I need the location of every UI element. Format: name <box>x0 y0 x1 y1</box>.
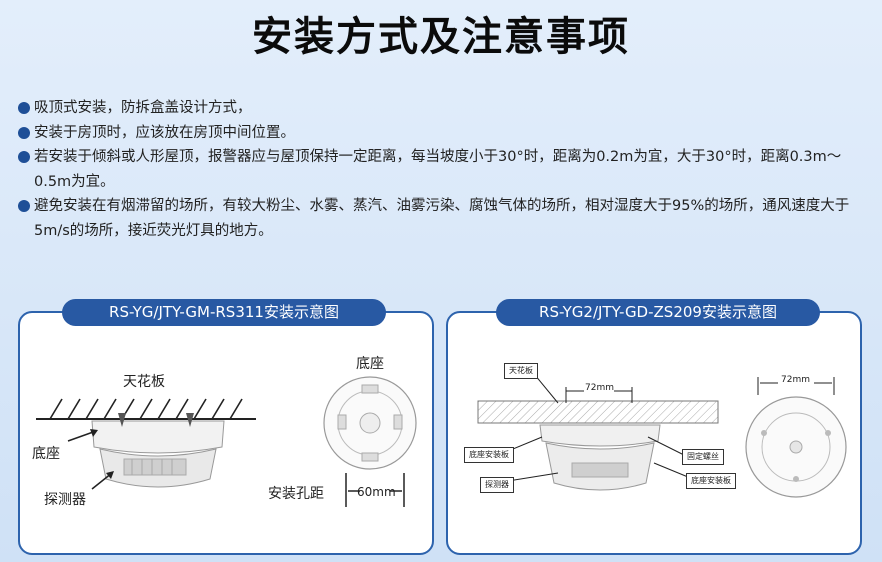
diagram-panel-left: RS-YG/JTY-GM-RS311安装示意图 <box>18 299 434 555</box>
base-plate-label: 底座安装板 <box>464 447 514 463</box>
detector-label: 探测器 <box>480 477 514 493</box>
dimension-label-right: 72mm <box>781 375 810 385</box>
diagram-tag-left: RS-YG/JTY-GM-RS311安装示意图 <box>62 299 386 326</box>
note-text: 吸顶式安装，防拆盒盖设计方式， <box>34 100 252 116</box>
note-text: 安装于房顶时，应该放在房顶中间位置。 <box>34 124 295 141</box>
dimension-label-left: 72mm <box>585 383 614 393</box>
note-item: 若安装于倾斜或人形屋顶，报警器应与屋顶保持一定距离，每当坡度小于30°时，距离为… <box>18 145 868 194</box>
page-title: 安装方式及注意事项 <box>252 14 630 60</box>
notes-list: 吸顶式安装，防拆盒盖设计方式， 安装于房顶时，应该放在房顶中间位置。 若安装于倾… <box>18 96 868 243</box>
bullet-icon <box>18 151 30 163</box>
ceiling-mount-drawing <box>477 368 847 498</box>
diagram-tag-right: RS-YG2/JTY-GD-ZS209安装示意图 <box>496 299 820 326</box>
ceiling-label: 天花板 <box>504 363 538 379</box>
note-text: 若安装于倾斜或人形屋顶，报警器应与屋顶保持一定距离，每当坡度小于30°时，距离为… <box>34 149 842 190</box>
diagram-panel-right: RS-YG2/JTY-GD-ZS209安装示意图 <box>446 299 862 555</box>
base-label: 底座 <box>32 446 60 462</box>
bullet-icon <box>18 126 30 139</box>
dimension-label: 60mm <box>357 485 396 499</box>
bullet-icon <box>18 102 30 114</box>
note-item: 避免安装在有烟滞留的场所，有较大粉尘、水雾、蒸汽、油雾污染、腐蚀气体的场所，相对… <box>18 194 868 243</box>
bullet-icon <box>18 200 30 212</box>
ceiling-label: 天花板 <box>123 374 165 390</box>
detector-label: 探测器 <box>44 492 86 508</box>
note-item: 安装于房顶时，应该放在房顶中间位置。 <box>18 121 868 146</box>
screw-label: 固定螺丝 <box>682 449 724 465</box>
note-item: 吸顶式安装，防拆盒盖设计方式， <box>18 96 868 121</box>
base-top-label: 底座 <box>356 356 384 372</box>
ceiling-detector-drawing <box>36 376 417 507</box>
note-text: 避免安装在有烟滞留的场所，有较大粉尘、水雾、蒸汽、油雾污染、腐蚀气体的场所，相对… <box>34 198 850 239</box>
hole-distance-label: 安装孔距 <box>268 486 324 502</box>
ceiling-hatch <box>49 398 243 420</box>
base-plate-label-2: 底座安装板 <box>686 473 736 489</box>
